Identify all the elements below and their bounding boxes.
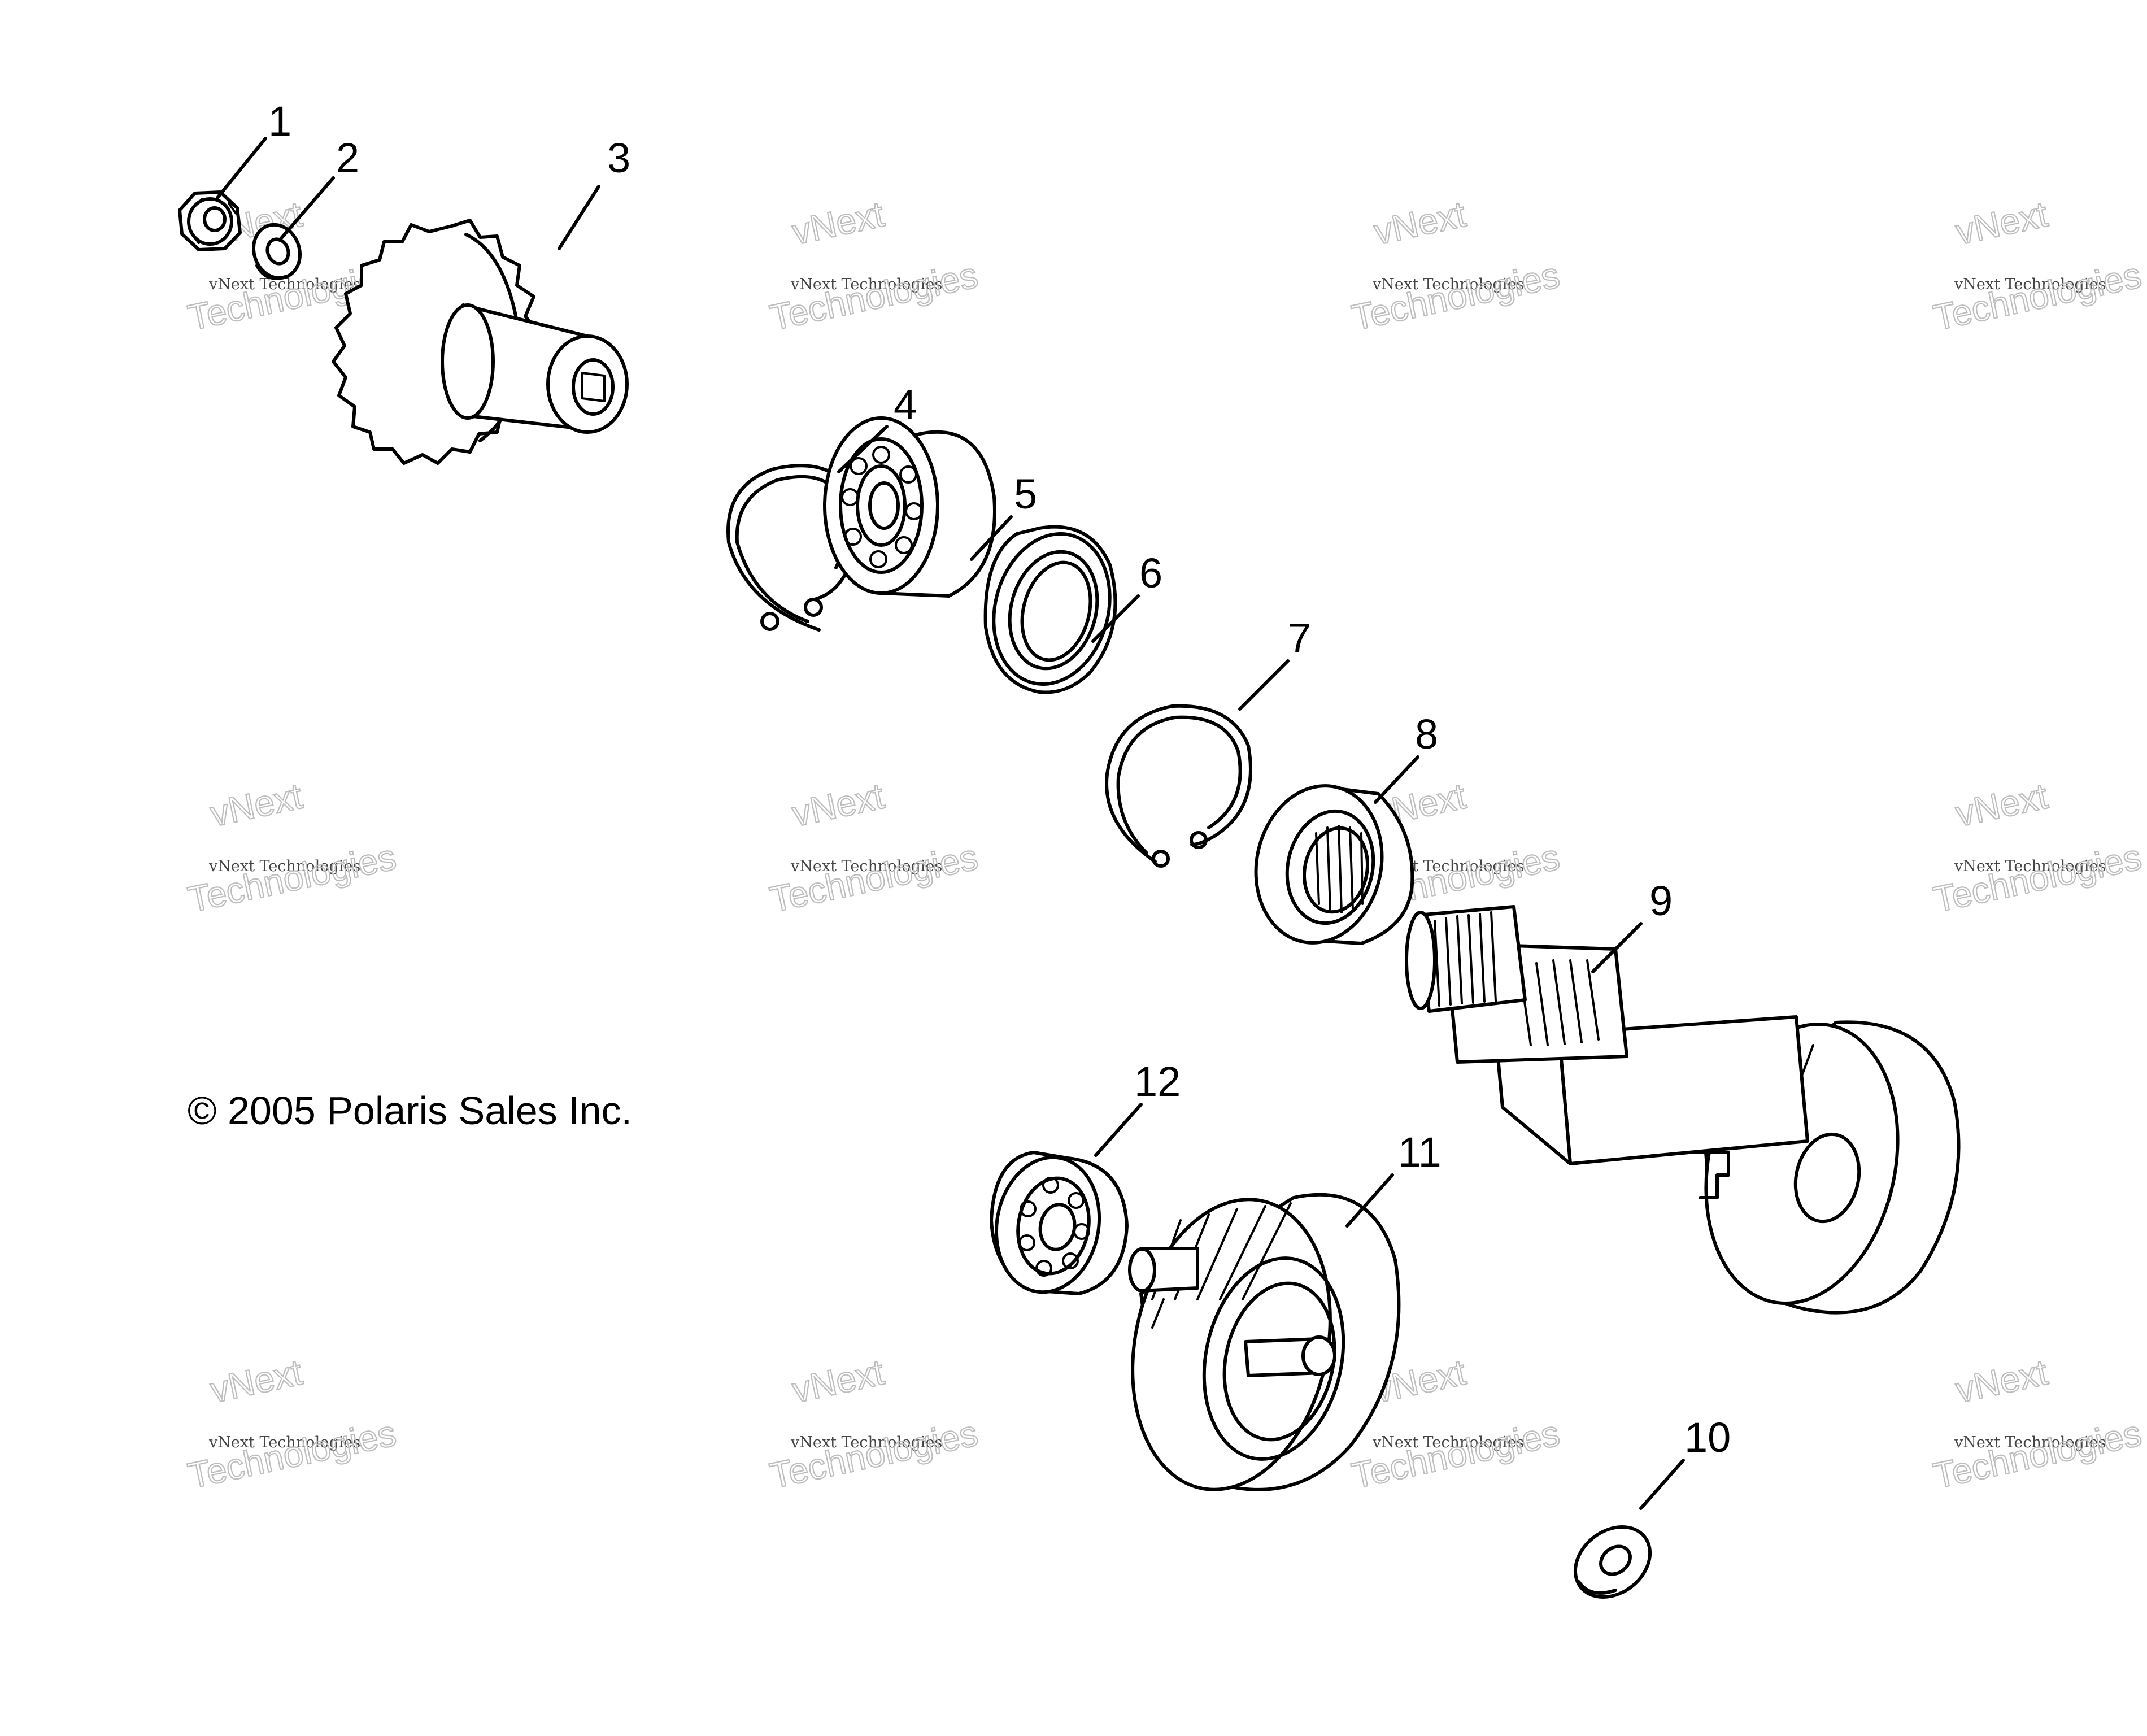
svg-text:vNext Technologies: vNext Technologies	[790, 1434, 942, 1451]
watermark: vNext vNext Technologies Technologies	[1930, 775, 2146, 920]
callout-5: 5	[1014, 471, 1037, 517]
watermark: vNext vNext Technologies Technologies	[1930, 193, 2146, 338]
svg-text:vNext: vNext	[1952, 1352, 2051, 1411]
svg-text:vNext Technologies: vNext Technologies	[790, 276, 942, 293]
part-3-sprocket	[332, 219, 629, 465]
svg-text:Technologies: Technologies	[1930, 1412, 2145, 1496]
part-5-ball-bearing	[823, 416, 996, 598]
callout-10: 10	[1684, 1414, 1731, 1461]
watermark: vNext vNext Technologies Technologies	[1348, 193, 1564, 338]
svg-text:vNext Technologies: vNext Technologies	[1954, 858, 2106, 875]
callout-12: 12	[1134, 1058, 1181, 1105]
callout-11: 11	[1398, 1129, 1442, 1176]
callout-6: 6	[1139, 550, 1162, 597]
part-12-ball-bearing	[990, 1151, 1129, 1295]
leader-lines	[216, 137, 1685, 1510]
callout-8: 8	[1415, 711, 1438, 758]
callout-2: 2	[336, 134, 359, 181]
svg-text:vNext Technologies: vNext Technologies	[208, 1434, 360, 1451]
svg-text:Technologies: Technologies	[185, 836, 399, 920]
svg-text:vNext: vNext	[207, 776, 306, 834]
svg-text:vNext: vNext	[1370, 194, 1469, 253]
svg-text:vNext Technologies: vNext Technologies	[1372, 276, 1524, 293]
svg-text:Technologies: Technologies	[1348, 254, 1563, 338]
svg-text:vNext Technologies: vNext Technologies	[790, 858, 942, 875]
callout-4: 4	[894, 381, 917, 428]
svg-text:vNext: vNext	[789, 776, 887, 834]
watermark: vNext vNext Technologies Technologies	[766, 193, 982, 338]
callout-7: 7	[1288, 615, 1311, 662]
callout-1: 1	[268, 98, 291, 145]
svg-text:vNext Technologies: vNext Technologies	[1372, 1434, 1524, 1451]
part-10-washer	[1573, 1525, 1652, 1599]
svg-text:vNext: vNext	[1952, 194, 2051, 253]
svg-text:vNext: vNext	[207, 1352, 306, 1411]
part-11-gear	[1128, 1193, 1401, 1491]
svg-text:Technologies: Technologies	[1930, 254, 2145, 338]
svg-text:Technologies: Technologies	[1348, 1412, 1563, 1496]
svg-text:Technologies: Technologies	[767, 1412, 981, 1496]
copyright-text: © 2005 Polaris Sales Inc.	[188, 1089, 632, 1133]
svg-text:Technologies: Technologies	[185, 1412, 399, 1496]
callout-3: 3	[607, 134, 630, 181]
watermark: vNext vNext Technologies Technologies	[184, 775, 400, 920]
svg-text:Technologies: Technologies	[1930, 836, 2145, 920]
part-9-shaft-gear	[1405, 905, 1961, 1315]
svg-text:Technologies: Technologies	[767, 254, 981, 338]
part-8-needle-bearing	[1254, 784, 1414, 945]
watermark: vNext vNext Technologies Technologies	[184, 1351, 400, 1496]
watermark: vNext vNext Technologies Technologies	[766, 775, 982, 920]
part-6-seal	[983, 525, 1117, 694]
part-2-washer	[251, 223, 302, 280]
watermark: vNext vNext Technologies Technologies	[766, 1351, 982, 1496]
watermark: vNext vNext Technologies Technologies	[1930, 1351, 2146, 1496]
svg-text:vNext Technologies: vNext Technologies	[1954, 276, 2106, 293]
svg-text:Technologies: Technologies	[767, 836, 981, 920]
svg-text:vNext: vNext	[789, 1352, 887, 1411]
svg-text:vNext Technologies: vNext Technologies	[208, 858, 360, 875]
svg-text:vNext Technologies: vNext Technologies	[1954, 1434, 2106, 1451]
part-7-snap-ring	[1105, 704, 1252, 868]
callout-9: 9	[1649, 877, 1673, 924]
svg-text:vNext: vNext	[1952, 776, 2051, 834]
callout-numbers: 1 2 3 4 5 6 7 8 9 10 11 12	[268, 98, 1731, 1461]
svg-text:vNext: vNext	[789, 194, 887, 253]
part-1-nut	[178, 190, 242, 251]
